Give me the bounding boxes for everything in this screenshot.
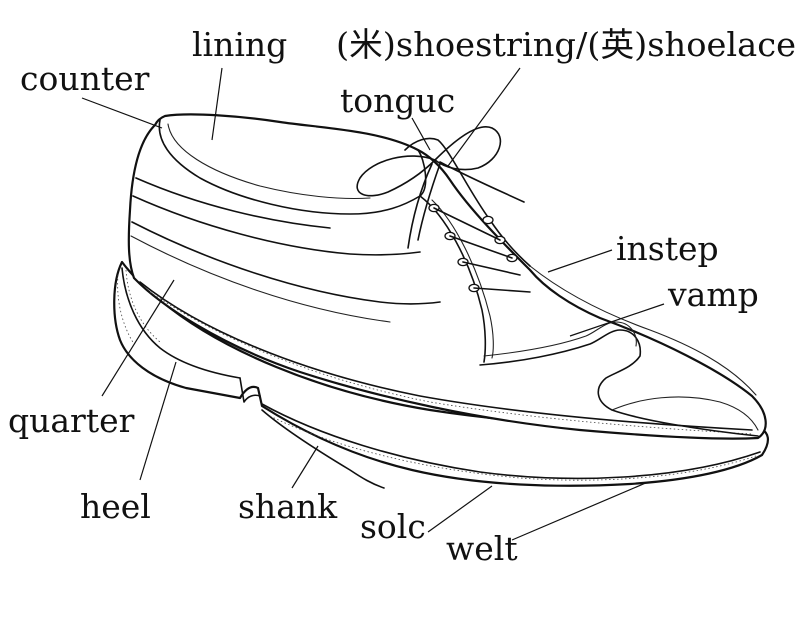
quarter-band-3 bbox=[131, 221, 441, 305]
leader-tongue bbox=[411, 117, 431, 151]
heel-ledge bbox=[239, 377, 261, 403]
wingtip-inner bbox=[483, 321, 637, 357]
part-labels: lining (米)shoestring/(英)shoelace counter… bbox=[8, 25, 796, 568]
quarter-band-2 bbox=[132, 195, 421, 256]
leader-quarter bbox=[101, 279, 175, 397]
leader-instep bbox=[547, 249, 613, 273]
heel-shading bbox=[125, 269, 161, 343]
leader-lines bbox=[81, 67, 665, 541]
leader-heel bbox=[139, 361, 177, 481]
label-welt: welt bbox=[446, 529, 518, 568]
label-tongue: tonguc bbox=[340, 81, 455, 120]
lace-cross bbox=[462, 261, 521, 276]
shank-curve bbox=[261, 409, 385, 489]
lace-bow-left bbox=[356, 155, 436, 197]
shoelace bbox=[356, 126, 531, 293]
leader-sole bbox=[427, 485, 493, 533]
lace-bow-right bbox=[434, 126, 502, 171]
label-quarter: quarter bbox=[8, 401, 135, 440]
quarter-band-1 bbox=[135, 177, 331, 229]
leader-shoestring bbox=[447, 67, 521, 167]
lace-end-right bbox=[439, 161, 525, 203]
eyelet-facing bbox=[419, 195, 487, 363]
quarter-band-4 bbox=[130, 235, 391, 323]
shoe-upper bbox=[127, 113, 767, 440]
toe-cap-line bbox=[611, 396, 759, 431]
leader-counter bbox=[81, 97, 163, 129]
sole-texture bbox=[269, 415, 757, 481]
sole-edge-upper bbox=[139, 281, 753, 431]
label-shoestring: (米)shoestring/(英)shoelace bbox=[336, 25, 796, 64]
lining-inner bbox=[167, 123, 371, 200]
lining-collar bbox=[158, 119, 427, 215]
leader-lining bbox=[211, 67, 223, 141]
lace-cross bbox=[449, 235, 513, 259]
label-shank: shank bbox=[238, 487, 338, 526]
sole-edge-lower bbox=[261, 403, 761, 480]
label-instep: instep bbox=[616, 229, 719, 268]
vamp-seam bbox=[529, 265, 757, 396]
wingtip-outline bbox=[479, 329, 759, 437]
lace-cross bbox=[433, 207, 501, 241]
leader-shank bbox=[291, 445, 319, 489]
lace-end-left bbox=[407, 163, 433, 249]
lace-end-left-2 bbox=[417, 163, 441, 241]
eyelet-facing-inner bbox=[431, 199, 494, 359]
leader-welt bbox=[511, 481, 649, 541]
leader-vamp bbox=[569, 303, 665, 337]
eyelet bbox=[482, 215, 494, 225]
label-sole: solc bbox=[360, 507, 426, 546]
label-counter: counter bbox=[20, 59, 150, 98]
heel-shading-2 bbox=[117, 274, 135, 345]
heel-block bbox=[121, 267, 241, 379]
lace-cross bbox=[473, 287, 531, 293]
shoe-illustration bbox=[113, 113, 769, 489]
label-vamp: vamp bbox=[667, 275, 759, 314]
label-heel: heel bbox=[80, 487, 151, 526]
label-lining: lining bbox=[192, 25, 287, 64]
